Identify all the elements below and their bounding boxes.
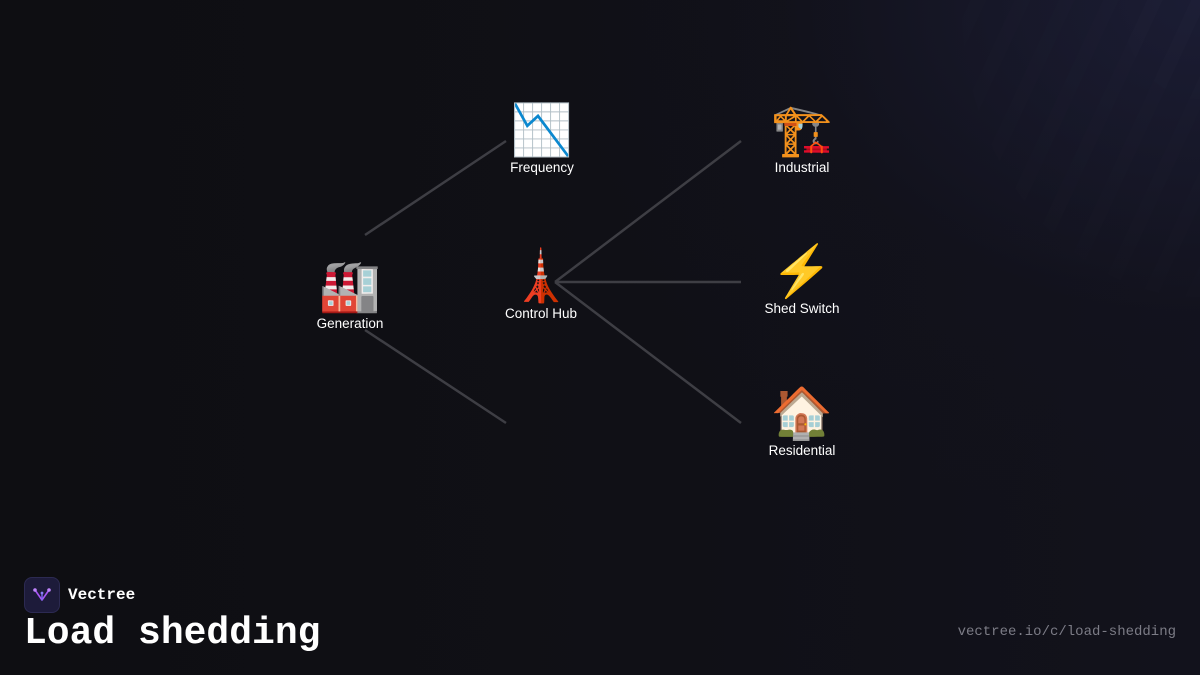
background-rays bbox=[750, 0, 1200, 560]
node-label: Generation bbox=[316, 316, 384, 331]
lightning-icon: ⚡ bbox=[770, 243, 834, 299]
construction-crane-icon: 🏗️ bbox=[770, 102, 834, 158]
node-label: Industrial bbox=[774, 160, 830, 175]
node-shed-switch[interactable]: ⚡ Shed Switch bbox=[742, 243, 862, 316]
node-generation[interactable]: 🏭 Generation bbox=[290, 258, 410, 331]
edge-generation-frequency bbox=[364, 139, 507, 237]
house-icon: 🏠 bbox=[770, 385, 834, 441]
vectree-logo-icon bbox=[24, 577, 60, 613]
node-label: Shed Switch bbox=[764, 301, 840, 316]
node-frequency[interactable]: 📉 Frequency bbox=[482, 102, 602, 175]
brand[interactable]: Vectree bbox=[24, 577, 135, 613]
node-control-hub[interactable]: 🗼 Control Hub bbox=[481, 248, 601, 321]
node-residential[interactable]: 🏠 Residential bbox=[742, 385, 862, 458]
page-title: Load shedding bbox=[24, 612, 321, 655]
edge-control-hub-residential bbox=[554, 281, 742, 424]
node-label: Control Hub bbox=[504, 306, 578, 321]
node-label: Frequency bbox=[510, 160, 574, 175]
edge-control-hub-industrial bbox=[554, 140, 742, 283]
brand-name: Vectree bbox=[68, 586, 136, 604]
node-industrial[interactable]: 🏗️ Industrial bbox=[742, 102, 862, 175]
page-url[interactable]: vectree.io/c/load-shedding bbox=[957, 624, 1176, 640]
factory-icon: 🏭 bbox=[318, 258, 382, 314]
edge-generation-control-hub bbox=[364, 328, 507, 425]
node-label: Residential bbox=[768, 443, 836, 458]
chart-decreasing-icon: 📉 bbox=[510, 102, 574, 158]
tower-icon: 🗼 bbox=[509, 248, 573, 304]
